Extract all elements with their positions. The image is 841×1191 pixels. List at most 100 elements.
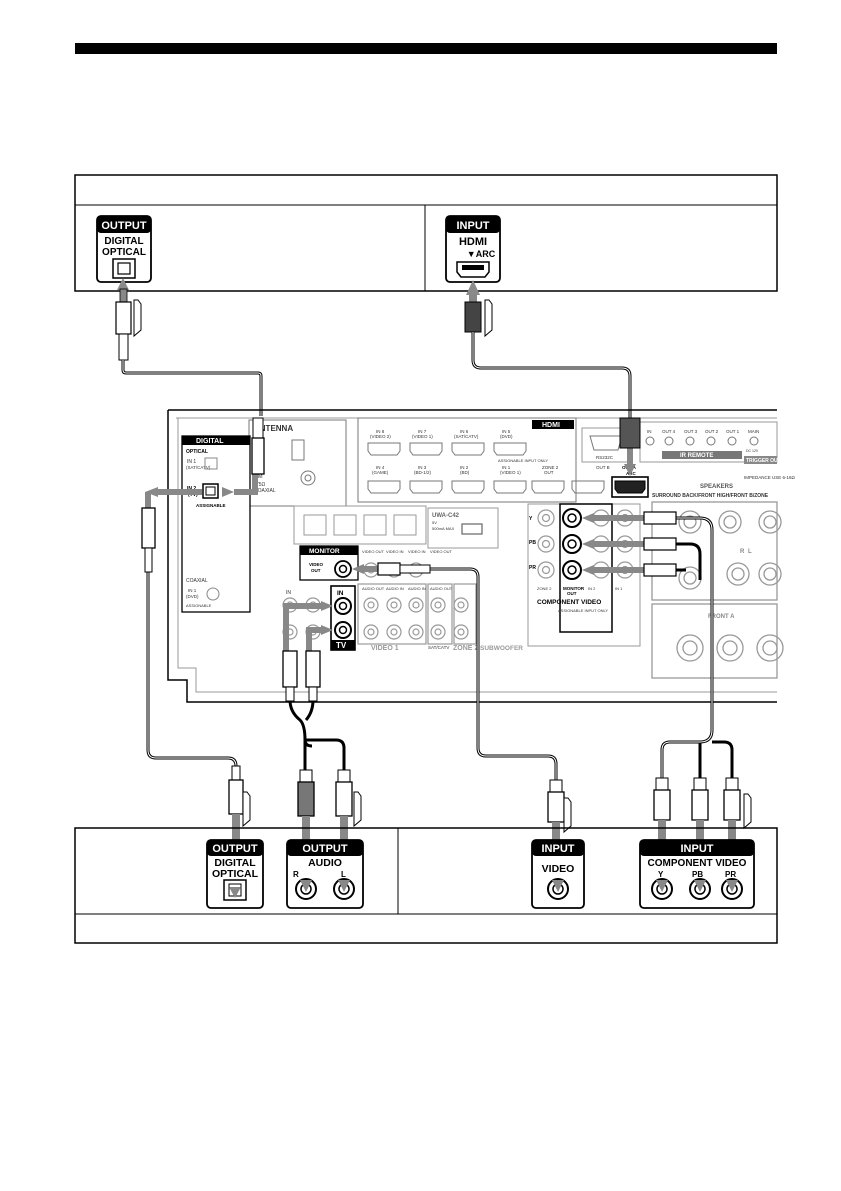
- hdmi-assignable: ASSIGNABLE INPUT ONLY: [498, 458, 548, 463]
- monitor-title: MONITOR: [309, 548, 340, 555]
- hdmi-in1: IN 1: [502, 465, 511, 470]
- receiver-rear-panel: [167, 409, 777, 703]
- hdmi-in3: IN 3: [418, 465, 427, 470]
- direction-arrow-icon: [133, 299, 142, 338]
- audio-in-label: AUDIO IN: [386, 586, 404, 591]
- bottom-audio-title: OUTPUT: [302, 843, 348, 855]
- av-jack-grid: VIDEO OUT VIDEO IN VIDEO IN VIDEO OUT AU…: [282, 549, 523, 652]
- optical-cable-top: [115, 278, 263, 416]
- cv-monitor-out2: OUT: [567, 591, 577, 596]
- digital-title: DIGITAL: [196, 438, 224, 445]
- digital-assignable2: ASSIGNABLE: [186, 603, 212, 608]
- bottom-output-audio-box: OUTPUT AUDIO R L: [286, 839, 364, 909]
- digital-optical: OPTICAL: [186, 449, 208, 455]
- hdmi-in8: IN 8: [376, 429, 385, 434]
- monitor-out-jack: [334, 560, 352, 578]
- hdmi-in7: IN 7: [418, 429, 427, 434]
- usb-title: UWA-C42: [432, 513, 460, 519]
- tv-input-title: INPUT: [457, 220, 490, 232]
- component-video-section: Y PB PR MONITOR OUT ZONE 2 IN 2 IN 1 COM…: [527, 503, 641, 647]
- sat-catv-label: SAT/CATV: [428, 645, 449, 650]
- video-out-label2: VIDEO OUT: [430, 549, 453, 554]
- cv-title: COMPONENT VIDEO: [537, 599, 601, 606]
- monitor-section: MONITOR VIDEO OUT: [299, 545, 359, 581]
- cv-in2: IN 2: [588, 586, 596, 591]
- cv-zone2: ZONE 2: [537, 586, 552, 591]
- tv-output-optical-box: OUTPUT DIGITAL OPTICAL: [96, 215, 152, 283]
- ir-remote-section: IN OUT 4 OUT 3 OUT 2 OUT 1 MAIN IR REMOT…: [639, 421, 781, 464]
- bottom-component-pb: PB: [692, 870, 703, 879]
- ir-out1: OUT 1: [726, 429, 740, 434]
- antenna-title: ANTENNA: [254, 424, 293, 433]
- in-label-left: IN: [286, 590, 291, 596]
- tv-in-label: IN: [337, 590, 344, 597]
- hdmi-in4-sub: (GAME): [372, 470, 389, 475]
- antenna-fm-sub2: COAXIAL: [254, 488, 276, 494]
- tv-audio-in-box: IN TV: [330, 585, 356, 651]
- bottom-component-title: INPUT: [681, 843, 714, 855]
- digital-in-dvd-sub: (DVD): [186, 594, 199, 599]
- bottom-input-video-box: INPUT VIDEO: [531, 839, 585, 909]
- bottom-component-pr: PR: [725, 870, 736, 879]
- tv-output-title: OUTPUT: [101, 220, 147, 232]
- speakers-r: R: [740, 549, 745, 555]
- video-in-label2: VIDEO IN: [408, 549, 426, 554]
- monitor-video-out: VIDEO: [309, 562, 324, 567]
- bottom-component-y: Y: [658, 870, 664, 879]
- trigger-out: TRIGGER OUT: [746, 458, 781, 464]
- cv-pr: PR: [529, 565, 536, 571]
- ir-out2: OUT 2: [705, 429, 719, 434]
- hdmi-zone2: ZONE 2: [542, 465, 559, 470]
- monitor-video-out2: OUT: [311, 568, 321, 573]
- audio-out-label2: AUDIO OUT: [430, 586, 453, 591]
- subwoofer-label: SUBWOOFER: [480, 645, 523, 652]
- bottom-video-line1: VIDEO: [542, 863, 575, 875]
- bottom-optical-line1: DIGITAL: [214, 857, 256, 869]
- speakers-impedance: IMPEDANCE USE 6-16Ω: [744, 475, 796, 480]
- bottom-component-line1: COMPONENT VIDEO: [648, 858, 747, 869]
- plugs-receiver: [141, 417, 677, 702]
- speakers-title: SPEAKERS: [700, 484, 733, 490]
- signal-flow-arrows: [145, 446, 644, 651]
- hdmi-in5-sub: (DVD): [500, 434, 513, 439]
- bottom-optical-line2: OPTICAL: [212, 868, 259, 880]
- cv-y: Y: [529, 516, 533, 522]
- hdmi-title: HDMI: [542, 422, 560, 429]
- cables: [146, 516, 734, 780]
- video1-label: VIDEO 1: [371, 645, 399, 652]
- antenna-fm: FM: [254, 474, 263, 480]
- speakers-section: IMPEDANCE USE 6-16Ω SPEAKERS SURROUND BA…: [651, 475, 796, 679]
- speakers-sub: SURROUND BACK/FRONT HIGH/FRONT B/ZONE: [652, 493, 769, 499]
- speakers-l: L: [748, 549, 752, 555]
- optical-port-icon: [112, 258, 136, 279]
- header-rule: [75, 43, 777, 54]
- usb-sub2: 500mA MAX: [432, 526, 455, 531]
- direction-arrow-icon: [743, 793, 752, 830]
- hdmi-in3-sub: (BD-1/2): [414, 470, 432, 475]
- hdmi-out-a-port-icon: [614, 480, 646, 494]
- digital-coaxial: COAXIAL: [186, 578, 208, 584]
- tv-label: TV: [336, 641, 347, 650]
- direction-arrow-icon: [563, 797, 572, 834]
- ir-remote-title: IR REMOTE: [680, 453, 713, 459]
- cv-in1: IN 1: [615, 586, 623, 591]
- tv-output-line2: OPTICAL: [102, 247, 146, 258]
- cv-assignable: ASSIGNABLE INPUT ONLY: [558, 608, 608, 613]
- hdmi-in1-sub: (VIDEO 1): [500, 470, 521, 475]
- digital-in1: IN 1: [187, 459, 196, 465]
- direction-arrow-icon: [484, 299, 493, 338]
- speakers-front: FRONT A: [708, 614, 735, 620]
- bottom-output-optical-box: OUTPUT DIGITAL OPTICAL: [206, 839, 264, 909]
- ir-out3: OUT 3: [684, 429, 698, 434]
- hdmi-in5: IN 5: [502, 429, 511, 434]
- tv-device-panel: [74, 174, 778, 292]
- optical-port-icon: [202, 483, 219, 499]
- bottom-audio-l: L: [341, 870, 346, 879]
- video-out-label: VIDEO OUT: [362, 549, 385, 554]
- video-in-label: VIDEO IN: [386, 549, 404, 554]
- ethernet-ports: [293, 505, 427, 545]
- cv-pb: PB: [529, 540, 536, 546]
- hdmi-in8-sub: (VIDEO 2): [370, 434, 391, 439]
- source-device-panel: [74, 827, 778, 944]
